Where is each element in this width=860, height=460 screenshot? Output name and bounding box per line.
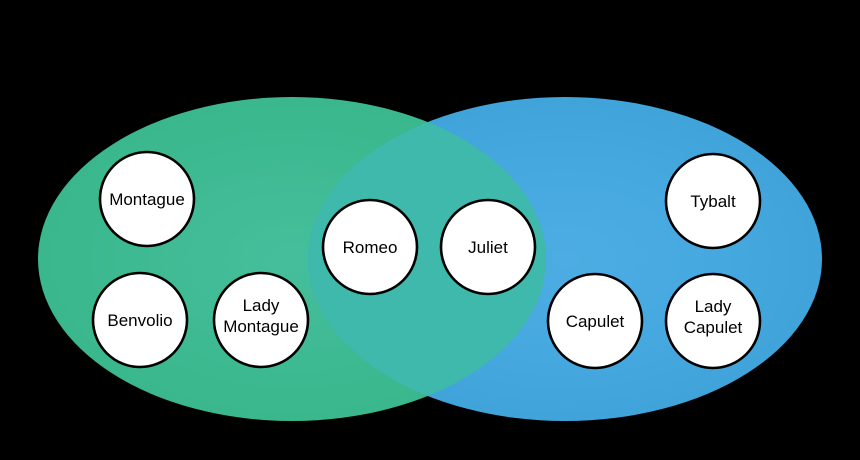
node-label-tybalt: Tybalt <box>690 192 736 211</box>
node-montague: Montague <box>98 150 196 248</box>
node-circle-juliet <box>439 198 537 296</box>
node-circle-lady-capulet <box>664 272 762 370</box>
node-label-montague: Montague <box>109 190 185 209</box>
node-label-benvolio: Benvolio <box>107 311 172 330</box>
node-circle-montague <box>98 150 196 248</box>
node-circle-capulet <box>546 272 644 370</box>
node-circle-lady-montague <box>212 271 310 369</box>
node-tybalt: Tybalt <box>664 152 762 250</box>
overlap-region-montague-capulet-overlap <box>308 97 546 421</box>
node-label-capulet: Capulet <box>566 312 625 331</box>
node-benvolio: Benvolio <box>91 271 189 369</box>
node-label-juliet: Juliet <box>468 238 508 257</box>
node-circle-romeo <box>321 198 419 296</box>
node-label-romeo: Romeo <box>343 238 398 257</box>
node-capulet: Capulet <box>546 272 644 370</box>
node-circle-tybalt <box>664 152 762 250</box>
node-circle-benvolio <box>91 271 189 369</box>
node-romeo: Romeo <box>321 198 419 296</box>
node-juliet: Juliet <box>439 198 537 296</box>
